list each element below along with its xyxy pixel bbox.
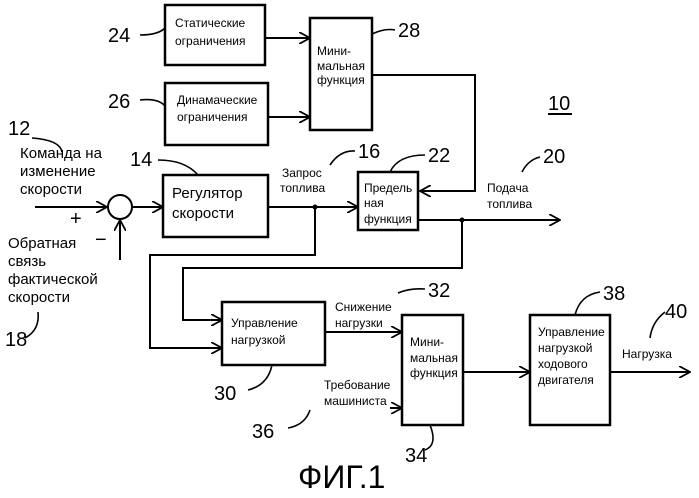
load-reduction-label-1: Снижение [335,300,392,314]
fuel-request-label-2: топлива [280,181,325,195]
limit-function-block: Предель ная функция [358,172,418,230]
min-top-label-3: функция [317,73,365,87]
min-bottom-label-3: функция [410,366,458,380]
ref-40: 40 [665,301,687,323]
ref-18: 18 [5,329,27,351]
ref-28: 28 [398,20,420,42]
minus-sign: − [95,229,107,251]
ref-20: 20 [543,146,565,168]
min-bottom-label-1: Мини- [410,335,444,349]
ref-26: 26 [108,91,130,113]
load-reduction-label-2: нагрузки [335,316,383,330]
ref-24: 24 [108,25,130,47]
load-control-label-1: Управление [231,316,298,330]
traction-load-control-block: Управление нагрузкой ходового двигателя [530,315,610,425]
driver-demand-label-1: Требование [324,378,391,392]
load-control-block: Управление нагрузкой [222,302,325,365]
traction-label-3: ходового [538,357,588,371]
traction-label-2: нагрузкой [538,341,592,355]
summing-junction [108,195,132,219]
load-control-label-2: нагрузкой [231,333,285,347]
figure-caption: ФИГ.1 [298,459,385,495]
ref-34: 34 [405,445,427,467]
limit-label-1: Предель [364,181,412,195]
load-label: Нагрузка [622,347,672,361]
static-limits-block: Статические ограничения [165,5,265,65]
ref-38: 38 [603,283,625,305]
dynamic-limits-label-2: ограничения [177,110,247,124]
regulator-label-1: Регулятор [172,185,243,202]
min-top-label-2: мальная [317,59,365,73]
min-bottom-label-2: мальная [410,351,458,365]
ref-22: 22 [428,145,450,167]
traction-label-4: двигателя [538,373,594,387]
plus-sign: + [70,208,82,230]
dynamic-limits-label-1: Динамаческие [177,93,258,107]
feedback-label-1: Обратная [8,235,76,252]
min-function-top-block: Мини- мальная функция [310,18,372,130]
ref-16: 16 [358,141,380,163]
traction-label-1: Управление [538,325,605,339]
limit-label-3: функция [364,212,412,226]
dynamic-limits-block: Динамаческие ограничения [165,83,268,145]
ref-14: 14 [130,149,152,171]
fuel-request-label-1: Запрос [282,166,322,180]
figure-number: 10 [548,93,570,115]
regulator-label-2: скорости [172,205,234,222]
ref-30: 30 [214,383,236,405]
fuel-supply-label-1: Подача [487,181,529,195]
speed-command-label-2: изменение [20,163,96,180]
ref-36: 36 [252,421,274,443]
feedback-label-2: связь [8,253,46,270]
limit-label-2: ная [364,196,384,210]
speed-regulator-block: Регулятор скорости [163,175,268,237]
driver-demand-label-2: машиниста [324,394,387,408]
ref-32: 32 [428,280,450,302]
speed-command-label-3: скорости [20,181,82,198]
feedback-label-4: скорости [8,289,70,306]
speed-command-label-1: Команда на [20,145,103,162]
static-limits-label-2: ограничения [175,34,245,48]
fuel-supply-label-2: топлива [487,197,532,211]
feedback-label-3: фактической [8,271,98,288]
min-top-label-1: Мини- [317,44,351,58]
static-limits-label-1: Статические [175,16,246,30]
min-function-bottom-block: Мини- мальная функция [402,315,463,425]
ref-12: 12 [8,118,30,140]
